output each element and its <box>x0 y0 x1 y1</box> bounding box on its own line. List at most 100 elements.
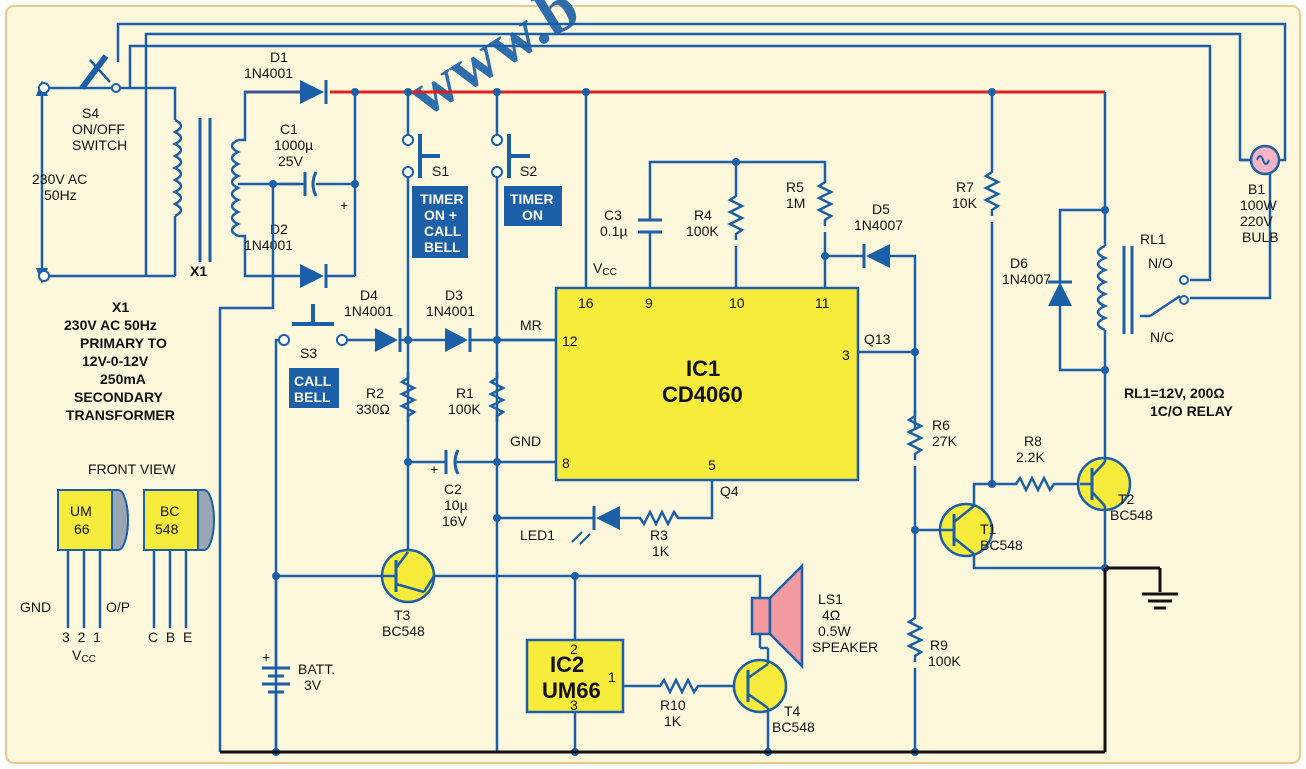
s4-name: S4 <box>82 105 99 121</box>
r7-value: 10K <box>952 195 978 211</box>
t3-value: BC548 <box>382 623 425 639</box>
bulb-b1 <box>1249 144 1281 176</box>
s4-desc-2: SWITCH <box>72 137 127 153</box>
d6-value: 1N4007 <box>1002 271 1051 287</box>
rl1-spec-1: RL1=12V, 200Ω <box>1124 385 1225 401</box>
s3-name: S3 <box>300 345 317 361</box>
c3-value: 0.1µ <box>600 223 628 239</box>
x1-spec-4: 250mA <box>100 371 146 387</box>
t4-value: BC548 <box>772 719 815 735</box>
transistor-t1 <box>938 482 1105 570</box>
diode-d2 <box>300 264 355 288</box>
t1-value: BC548 <box>980 537 1023 553</box>
diode-d5 <box>862 244 917 430</box>
ic1-pin3: 3 <box>842 347 850 363</box>
d3-value: 1N4001 <box>426 303 475 319</box>
ac-label-2: 50Hz <box>44 187 77 203</box>
resistor-r2 <box>399 372 417 422</box>
r4-name: R4 <box>694 207 712 223</box>
um66-package <box>57 489 129 628</box>
ic1-pin12: 12 <box>562 333 578 349</box>
t1-name: T1 <box>980 521 997 537</box>
d5-value: 1N4007 <box>854 217 903 233</box>
r6-value: 27K <box>932 433 958 449</box>
capacitor-c1 <box>273 88 359 276</box>
ic2-part: UM66 <box>542 678 601 703</box>
resistor-r8 <box>1012 475 1058 493</box>
ic1-part: CD4060 <box>662 382 743 407</box>
ic1-pin11: 11 <box>815 295 830 311</box>
ls1-name: LS1 <box>818 591 843 607</box>
s1-label-3: CALL <box>424 223 462 239</box>
led1-branch <box>493 480 714 545</box>
t2-name: T2 <box>1118 491 1135 507</box>
bc548-package <box>143 489 215 628</box>
b1-name: B1 <box>1248 181 1265 197</box>
c2-plus: + <box>430 461 438 477</box>
ic1-mr-label: MR <box>520 317 542 333</box>
s2-label-1: TIMER <box>510 191 554 207</box>
c1-value-2: 25V <box>278 153 304 169</box>
r10-name: R10 <box>660 697 686 713</box>
um66-vcc-label: VCC <box>72 647 96 665</box>
ic1-name: IC1 <box>686 356 720 381</box>
rl1-spec-2: 1C/O RELAY <box>1150 403 1233 419</box>
ic1-q4-label: Q4 <box>720 483 739 499</box>
um66-line1: UM <box>70 503 92 519</box>
s3-label-2: BELL <box>294 389 331 405</box>
resistor-r10 <box>656 677 702 695</box>
s3-label-1: CALL <box>294 373 332 389</box>
ic2-pin2: 2 <box>570 641 578 657</box>
r2-name: R2 <box>366 385 384 401</box>
ic1-pin5: 5 <box>708 457 716 473</box>
s1-label-box <box>412 186 468 258</box>
d1-name: D1 <box>270 49 288 65</box>
batt-plus: + <box>262 649 270 665</box>
ic1-gnd-label: GND <box>510 433 541 449</box>
d3-name: D3 <box>445 287 463 303</box>
ls1-value-3: SPEAKER <box>812 639 878 655</box>
x1-label: X1 <box>190 263 207 279</box>
switch-s4 <box>36 54 175 284</box>
r2-value: 330Ω <box>356 401 390 417</box>
s2-name: S2 <box>520 163 537 179</box>
x1-spec-5: SECONDARY <box>74 389 164 405</box>
t4-name: T4 <box>784 703 801 719</box>
b1-value-3: BULB <box>1242 229 1279 245</box>
ic1-q13-label: Q13 <box>864 331 891 347</box>
d1-value: 1N4001 <box>244 65 293 81</box>
um66-op-label: O/P <box>106 599 130 615</box>
ic2-pin3: 3 <box>570 697 578 713</box>
d4-name: D4 <box>360 287 378 303</box>
um66-gnd-label: GND <box>20 599 51 615</box>
relay-rl1 <box>1048 92 1189 374</box>
rl1-no: N/O <box>1148 255 1173 271</box>
r3-value: 1K <box>652 543 670 559</box>
ic1-pin16: 16 <box>578 295 594 311</box>
c1-plus: + <box>340 197 348 213</box>
r1-value: 100K <box>448 401 481 417</box>
front-view-title: FRONT VIEW <box>88 461 176 477</box>
diode-d4 <box>375 328 445 352</box>
r7-name: R7 <box>956 179 974 195</box>
x1-spec-6: TRANSFORMER <box>66 407 175 423</box>
um66-pin-numbers: 3 2 1 <box>62 629 101 645</box>
r8-value: 2.2K <box>1016 449 1045 465</box>
ls1-value-1: 4Ω <box>822 607 840 623</box>
c2-value-2: 16V <box>442 513 468 529</box>
led1-name: LED1 <box>520 527 555 543</box>
ic2-pin1: 1 <box>608 669 616 685</box>
ac-label-1: 230V AC <box>32 171 87 187</box>
r5-value: 1M <box>786 195 805 211</box>
transistor-t3 <box>272 548 762 640</box>
s1-label-2: ON + <box>424 207 457 223</box>
bc548-pin-names: C B E <box>148 629 192 645</box>
batt-name: BATT. <box>298 661 335 677</box>
ls1-value-2: 0.5W <box>818 623 851 639</box>
c1-value-1: 1000µ <box>274 137 313 153</box>
b1-value-2: 220V <box>1240 213 1273 229</box>
ic1-pin9: 9 <box>645 295 653 311</box>
s1-label-1: TIMER <box>420 191 464 207</box>
batt-value: 3V <box>304 677 322 693</box>
resistor-r6 <box>906 410 924 460</box>
